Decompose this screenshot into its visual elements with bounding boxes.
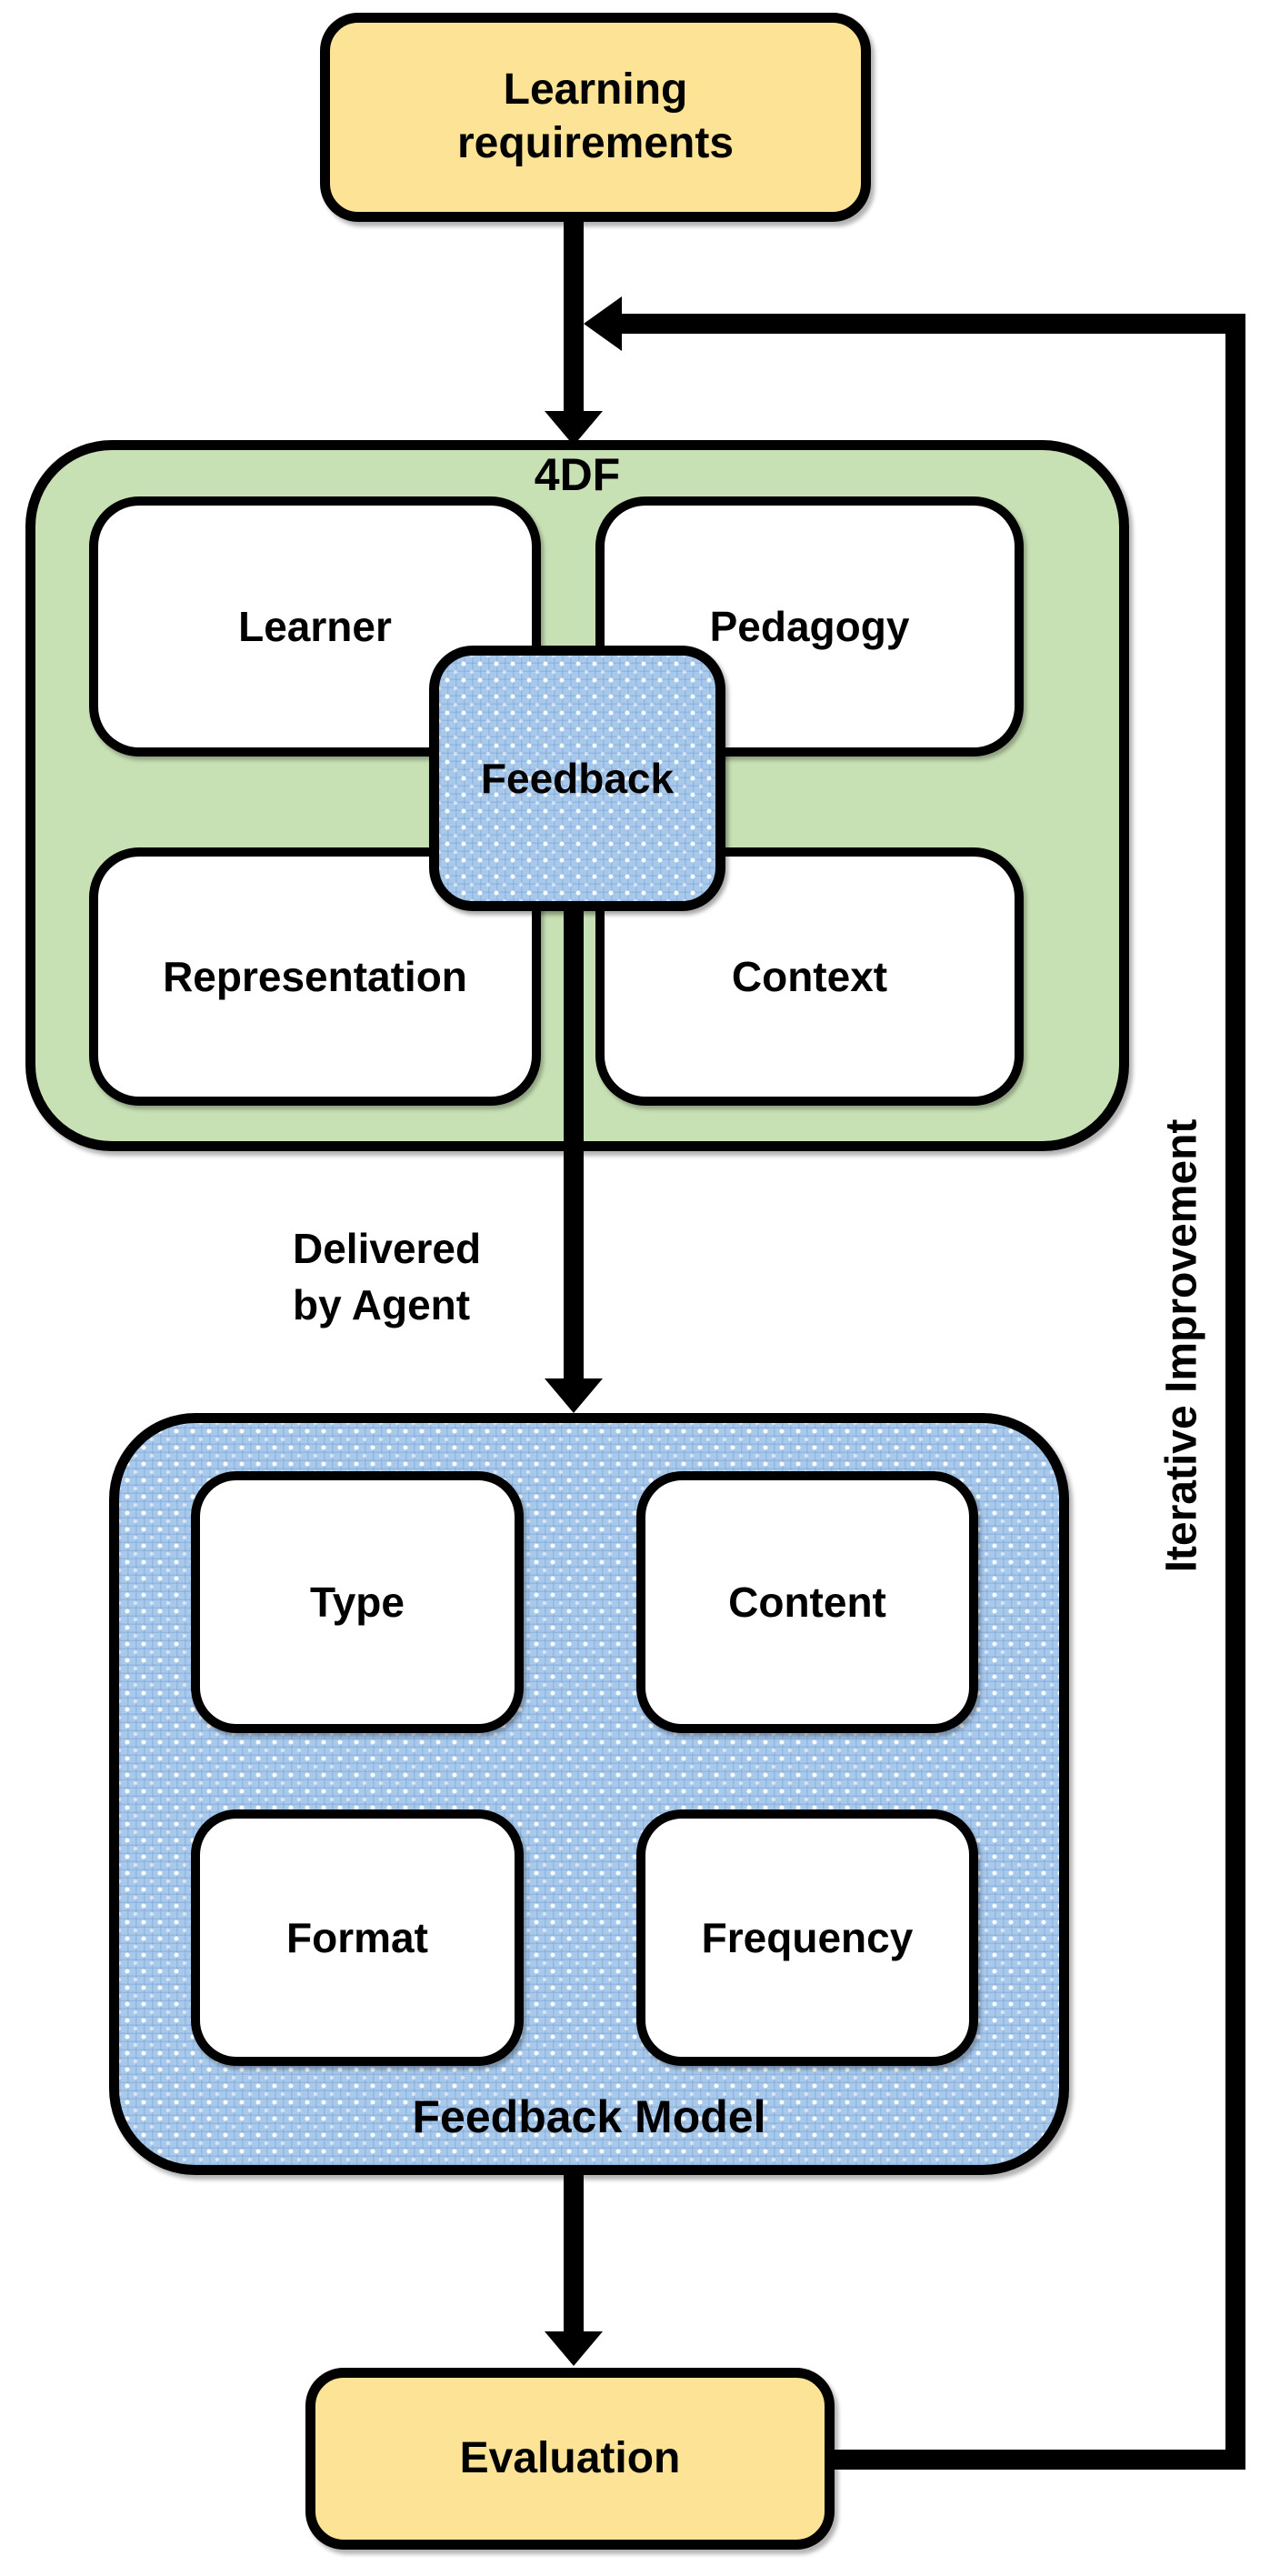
node-evaluation: Evaluation: [305, 2368, 835, 2550]
box-frequency: Frequency: [636, 1809, 978, 2066]
group-feedback-model-label: Feedback Model: [412, 2090, 766, 2142]
loop-arrowhead-left: [584, 296, 622, 351]
box-format: Format: [191, 1809, 524, 2066]
loop-right-line: [1225, 314, 1245, 2461]
arrow-learning-to-4df-head: [545, 411, 603, 446]
delivered-by-agent-label: Delivered by Agent: [293, 1225, 482, 1329]
iterative-improvement-label: Iterative Improvement: [1157, 1118, 1206, 1573]
box-type: Type: [191, 1471, 524, 1733]
arrow-feedback-to-model-shaft: [564, 905, 584, 1385]
loop-top-line: [618, 314, 1245, 334]
box-content: Content: [636, 1471, 978, 1733]
arrow-model-to-evaluation-shaft: [564, 2173, 584, 2337]
group-4df-label: 4DF: [534, 448, 621, 500]
node-learning-requirements: Learning requirements: [320, 13, 871, 222]
arrow-feedback-to-model-head: [545, 1378, 603, 1413]
arrow-learning-to-4df-shaft: [564, 220, 584, 413]
loop-bottom-line: [829, 2450, 1245, 2470]
node-feedback: Feedback: [429, 646, 725, 911]
arrow-model-to-evaluation-head: [545, 2331, 603, 2366]
